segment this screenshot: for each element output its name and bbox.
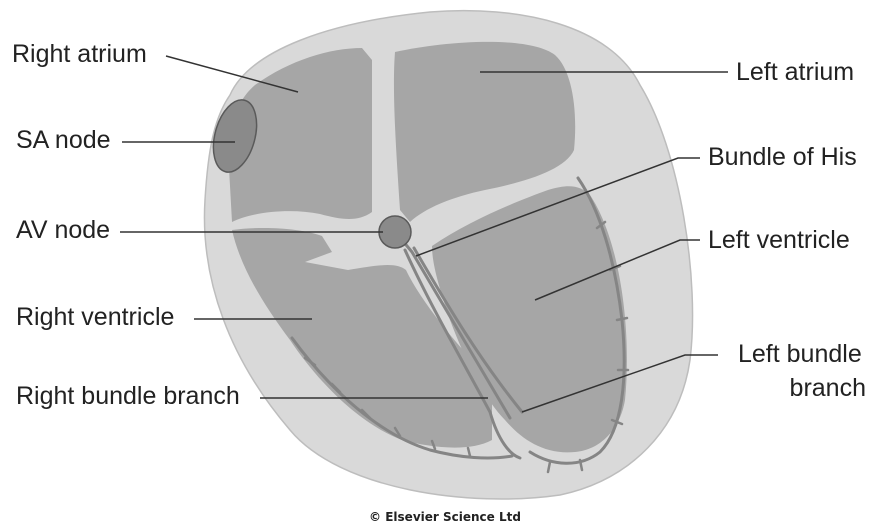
label-bundle-of-his: Bundle of His — [708, 145, 857, 170]
label-right-ventricle: Right ventricle — [16, 305, 174, 330]
label-sa-node: SA node — [16, 128, 111, 153]
label-right-bundle-branch: Right bundle branch — [16, 384, 240, 409]
label-left-ventricle: Left ventricle — [708, 228, 850, 253]
label-left-bundle-line2: branch — [738, 376, 866, 401]
copyright-notice: © Elsevier Science Ltd — [0, 510, 890, 524]
label-right-atrium: Right atrium — [12, 42, 147, 67]
label-left-bundle-line1: Left bundle — [738, 342, 862, 367]
label-left-atrium: Left atrium — [736, 60, 854, 85]
av-node-shape — [379, 216, 411, 248]
label-av-node: AV node — [16, 218, 110, 243]
